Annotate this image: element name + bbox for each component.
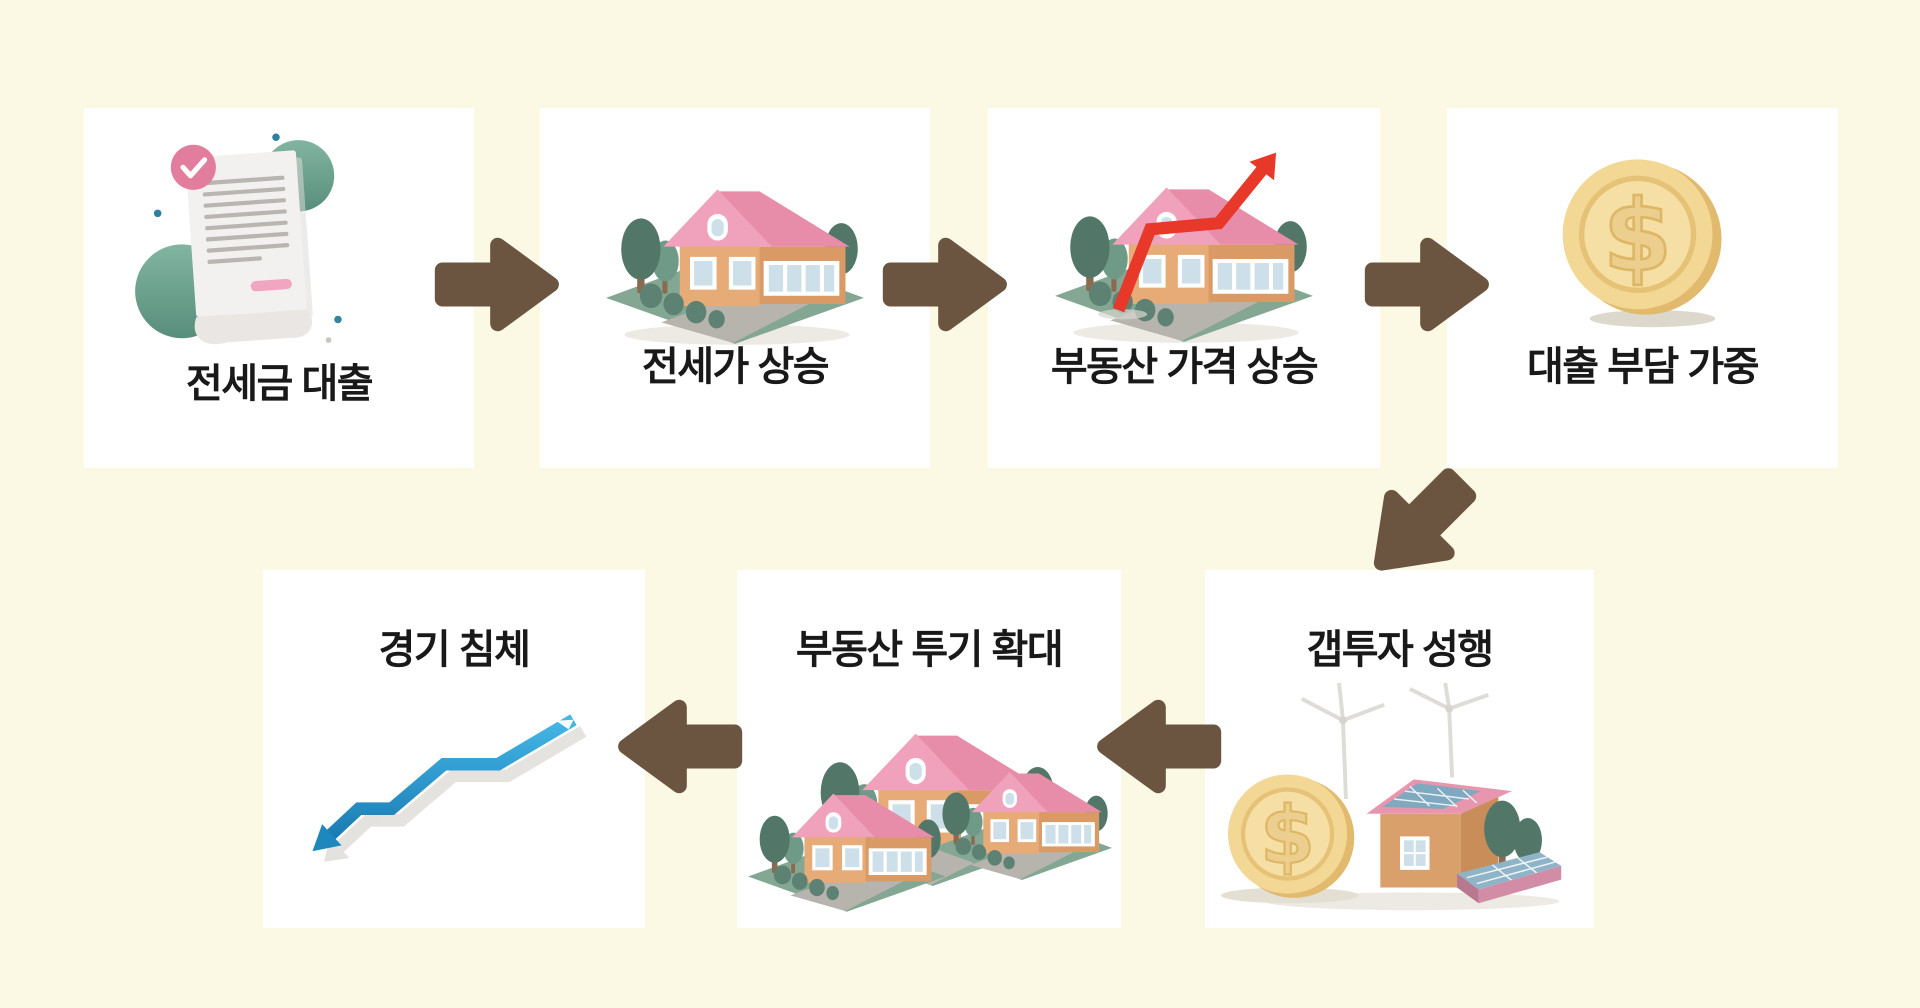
flow-card-label: 부동산 투기 확대: [795, 628, 1064, 672]
flow-card-label: 경기 침체: [378, 628, 531, 672]
flow-card-label: 전세금 대출: [185, 362, 374, 406]
arrow-left-1: [1095, 694, 1229, 799]
icon-area: [1543, 140, 1743, 330]
flow-card-label: 전세가 상승: [641, 345, 830, 389]
flow-card-loan-burden: 대출 부담 가중: [1447, 108, 1838, 468]
dollar-coin-icon: [1543, 140, 1743, 328]
flow-card-label: 대출 부담 가중: [1526, 345, 1760, 389]
arrow-left-2: [616, 694, 750, 799]
arrow-right-1: [427, 232, 561, 337]
house-icon: [602, 132, 868, 345]
icon-area: [602, 132, 868, 347]
flow-card-speculation-expansion: 부동산 투기 확대: [737, 570, 1121, 928]
icon-area: [1051, 130, 1317, 345]
flow-card-label: 부동산 가격 상승: [1050, 345, 1319, 389]
flow-card-property-price-rise: 부동산 가격 상승: [988, 108, 1380, 468]
flow-card-label: 갭투자 성행: [1306, 628, 1494, 672]
icon-area: [1220, 681, 1575, 922]
arrow-right-3: [1357, 232, 1491, 337]
icon-area: [135, 124, 353, 359]
multiple-houses-icon: [741, 681, 1117, 926]
icon-area: [741, 681, 1117, 926]
house-price-rise-icon: [1051, 152, 1317, 343]
flow-card-jeonse-loan: 전세금 대출: [84, 108, 474, 468]
arrow-right-2: [875, 232, 1009, 337]
icon-area: [297, 708, 587, 892]
flow-card-jeonse-price-rise: 전세가 상승: [540, 108, 930, 468]
loan-document-icon: [135, 133, 342, 345]
gap-investment-icon: [1220, 682, 1561, 911]
flow-card-recession: 경기 침체: [263, 570, 645, 928]
flow-card-gap-investment: 갭투자 성행: [1205, 570, 1594, 928]
declining-chart-icon: [312, 714, 587, 862]
